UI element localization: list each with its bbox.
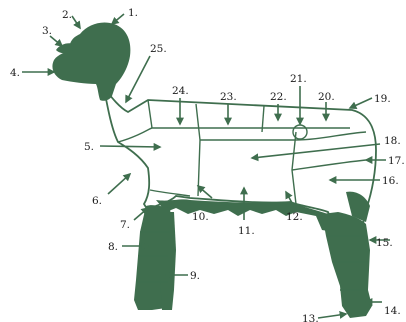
label-23: 23. xyxy=(220,91,237,103)
label-8: 8. xyxy=(108,241,118,253)
label-1: 1. xyxy=(128,7,138,19)
label-6: 6. xyxy=(92,195,102,207)
label-2: 2. xyxy=(62,9,72,21)
label-10: 10. xyxy=(192,211,209,223)
label-21: 21. xyxy=(290,73,307,85)
label-4: 4. xyxy=(10,67,20,79)
label-14: 14. xyxy=(384,305,401,317)
label-19: 19. xyxy=(374,93,391,105)
label-22: 22. xyxy=(270,91,287,103)
arrow-3 xyxy=(50,36,62,46)
label-7: 7. xyxy=(120,219,130,231)
label-24: 24. xyxy=(172,85,189,97)
arrow-13 xyxy=(318,314,346,318)
label-17: 17. xyxy=(388,155,405,167)
label-18: 18. xyxy=(384,135,401,147)
arrow-1 xyxy=(112,14,124,24)
label-5: 5. xyxy=(84,141,94,153)
arrow-6 xyxy=(108,174,130,194)
arrow-19 xyxy=(350,98,372,108)
label-9: 9. xyxy=(190,270,200,282)
arrow-25 xyxy=(126,56,150,102)
front-leg-far xyxy=(160,212,176,310)
arrow-2 xyxy=(72,16,80,28)
label-3: 3. xyxy=(42,25,52,37)
lamb-head xyxy=(52,22,130,100)
label-15: 15. xyxy=(376,237,393,249)
lamb-ear xyxy=(56,43,74,53)
label-16: 16. xyxy=(382,175,399,187)
label-11: 11. xyxy=(238,225,255,237)
label-25: 25. xyxy=(150,43,167,55)
label-20: 20. xyxy=(318,91,335,103)
label-12: 12. xyxy=(286,211,303,223)
rear-leg xyxy=(322,212,372,318)
label-13: 13. xyxy=(302,313,319,322)
arrow-5 xyxy=(100,146,160,147)
